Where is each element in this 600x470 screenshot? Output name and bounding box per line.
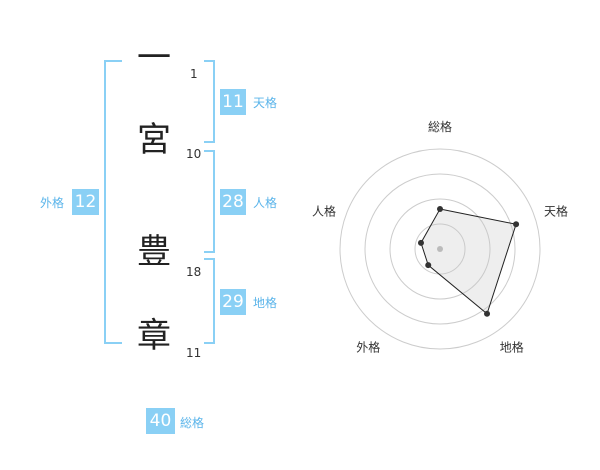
radar-axis-label: 天格 — [544, 203, 568, 218]
name-char-3: 豊 — [137, 232, 171, 272]
radar-point — [484, 310, 491, 317]
gaikaku-value: 12 — [72, 189, 99, 215]
chikaku-value: 29 — [220, 289, 246, 315]
radar-ring — [414, 223, 466, 275]
radar-center-dot — [437, 246, 443, 252]
tenkaku-value: 11 — [220, 89, 246, 115]
jinkaku-value: 28 — [220, 189, 246, 215]
radar-axis-label: 地格 — [500, 340, 524, 355]
radar-ring — [364, 173, 516, 325]
soukaku-label: 総格 — [180, 416, 205, 430]
gaikaku-label: 外格 — [40, 196, 65, 210]
radar-polygon — [420, 208, 517, 315]
radar-ring — [389, 198, 491, 300]
chikaku-label: 地格 — [253, 296, 278, 310]
radar-point — [437, 206, 443, 212]
radar-axis-label: 人格 — [312, 203, 336, 218]
jinkaku-bracket — [204, 150, 215, 253]
jinkaku-label: 人格 — [253, 196, 278, 210]
gaikaku-bracket — [104, 60, 122, 344]
name-char-4: 章 — [137, 316, 171, 356]
name-char-2: 宮 — [137, 120, 171, 160]
radar-point — [417, 239, 424, 246]
tenkaku-label: 天格 — [253, 96, 278, 110]
radar-axis-label: 外格 — [356, 340, 380, 355]
stroke-count-4: 11 — [186, 346, 202, 360]
chikaku-bracket — [204, 258, 215, 344]
radar-ring — [339, 148, 541, 350]
soukaku-value: 40 — [146, 408, 175, 434]
radar-point — [513, 221, 520, 228]
tenkaku-bracket — [204, 60, 215, 143]
name-char-1: 一 — [137, 38, 171, 78]
radar-point — [425, 262, 432, 269]
radar-axis-label: 総格 — [428, 119, 452, 134]
stroke-count-1: 1 — [190, 67, 198, 81]
stroke-count-2: 10 — [186, 147, 202, 161]
stroke-count-3: 18 — [186, 265, 202, 279]
